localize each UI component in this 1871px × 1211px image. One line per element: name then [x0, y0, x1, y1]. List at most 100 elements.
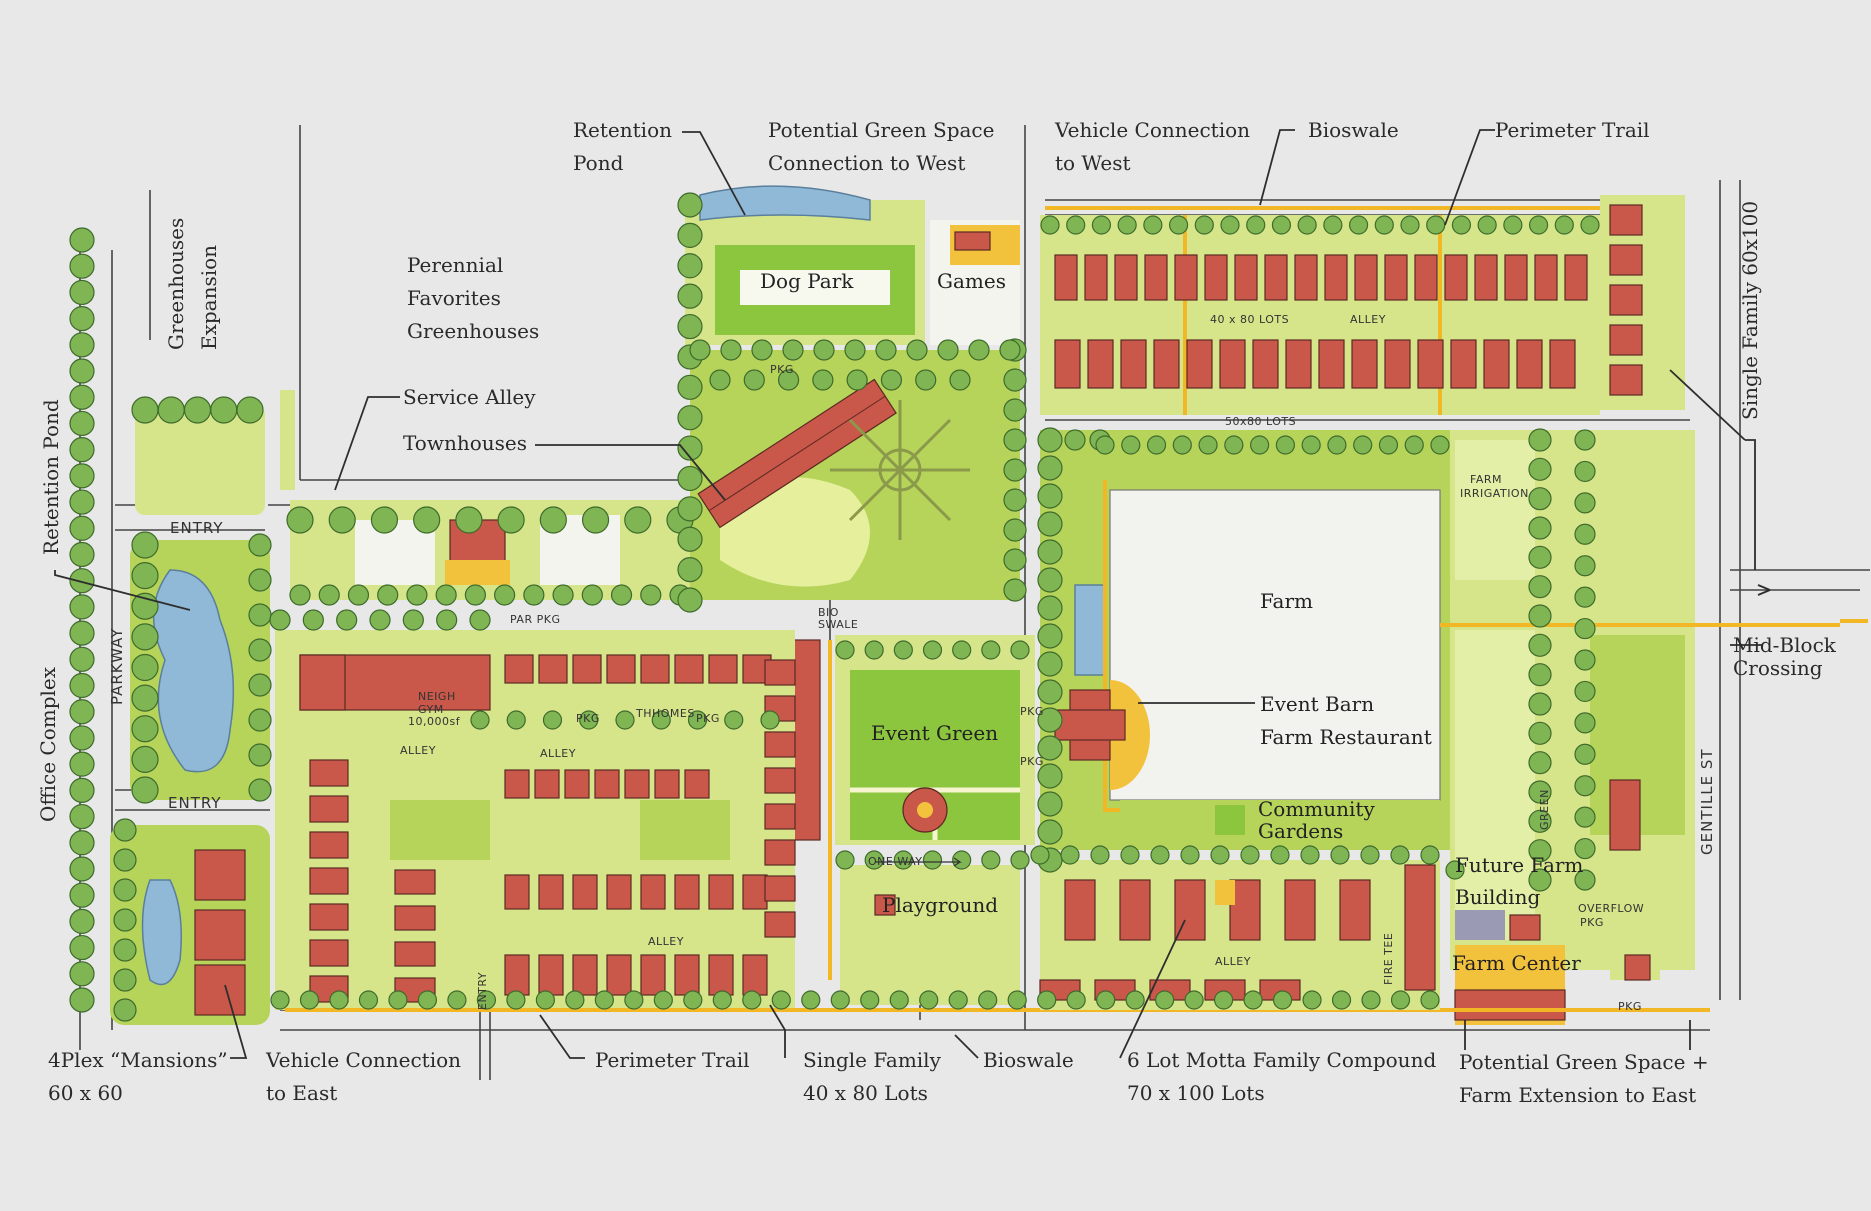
tree [677, 405, 703, 431]
tree [248, 603, 272, 627]
green-note: GREEN [1538, 789, 1551, 830]
tree [581, 584, 603, 606]
tree [1224, 435, 1244, 455]
house-lot [674, 954, 700, 996]
tree [1528, 809, 1552, 833]
tree [1037, 623, 1063, 649]
tree [1528, 839, 1552, 863]
tree [846, 369, 868, 391]
tree [1243, 990, 1263, 1010]
tree [1003, 398, 1027, 422]
tree [131, 745, 159, 773]
greenhouse-parcels [280, 390, 690, 600]
tree [1037, 763, 1063, 789]
tree [677, 587, 703, 613]
tree [677, 557, 703, 583]
tree [1297, 215, 1317, 235]
tree [1528, 751, 1552, 775]
tree [1390, 845, 1410, 865]
tree [377, 584, 399, 606]
tree [687, 710, 708, 730]
tree [835, 850, 855, 870]
tree [1037, 595, 1063, 621]
house-lot [742, 954, 768, 996]
house-lot [1318, 339, 1345, 389]
tree [131, 531, 159, 559]
tree [113, 908, 137, 932]
tree [248, 568, 272, 592]
tree [1037, 567, 1063, 593]
tree [69, 332, 95, 358]
label-expansion: Expansion [197, 245, 221, 350]
tree [813, 339, 835, 361]
house-lot [534, 769, 560, 799]
tree [610, 584, 633, 606]
tree [1271, 215, 1292, 235]
tree [844, 339, 866, 361]
house-lot [708, 954, 734, 996]
house-lot [1264, 254, 1288, 301]
tree [69, 437, 95, 463]
house-lot [1186, 339, 1213, 389]
house-lot [594, 769, 620, 799]
tree [889, 990, 909, 1010]
tree [677, 435, 703, 461]
tree [1037, 990, 1057, 1010]
tree [69, 830, 95, 856]
house-lot [1564, 254, 1588, 301]
house-lot [1609, 204, 1643, 236]
tree [1040, 215, 1060, 235]
label-community: Community [1258, 797, 1375, 821]
tree [535, 990, 555, 1010]
house-lot [572, 654, 602, 684]
tree [565, 990, 585, 1010]
tree [1037, 427, 1063, 453]
house-lot [1474, 254, 1498, 301]
farm-irrigation-note-1: FARM [1470, 473, 1502, 486]
alley-west-note: ALLEY [400, 744, 436, 757]
pkg-mid-note: PKG [576, 712, 600, 725]
house-lot [764, 911, 796, 938]
farm-irrigation-note-2: IRRIGATION [1460, 487, 1529, 500]
tree [69, 987, 95, 1013]
house-lot [1609, 244, 1643, 276]
label-mid-block: Mid-Block [1733, 633, 1837, 657]
tree [69, 384, 95, 410]
label-farm-center: Farm Center [1452, 951, 1581, 975]
tree [677, 283, 703, 309]
tree [860, 990, 880, 1010]
label-potential-green-west-2: Connection to West [768, 151, 965, 175]
house-lot [1504, 254, 1528, 301]
tree [302, 609, 324, 631]
tree [1302, 990, 1322, 1010]
label-fourplex-size: 60 x 60 [48, 1081, 123, 1105]
house-lot [684, 769, 710, 799]
lots-50x80-note: 50x80 LOTS [1225, 415, 1296, 428]
tree [1528, 575, 1552, 599]
house-lot [1219, 339, 1246, 389]
tree [1327, 435, 1347, 455]
tree [978, 990, 998, 1010]
tree [369, 609, 391, 631]
tree [1180, 845, 1200, 865]
pkg-green-note-2: PKG [1020, 755, 1044, 768]
house-lot [1284, 879, 1316, 941]
tree [1003, 428, 1027, 452]
label-vehicle-east-2: to East [266, 1081, 337, 1105]
tree [1445, 860, 1465, 880]
label-single-family-2: 40 x 80 Lots [803, 1081, 928, 1105]
tree [981, 640, 1001, 660]
tree [1574, 712, 1596, 734]
tree [1064, 429, 1086, 451]
house-lot [309, 795, 349, 823]
tree [677, 192, 703, 218]
tree [1574, 429, 1596, 451]
tree [1330, 845, 1350, 865]
house-lot [654, 769, 680, 799]
tree [131, 623, 159, 651]
tree [336, 609, 358, 631]
tree [1477, 215, 1497, 235]
tree [113, 968, 137, 992]
label-potential-green-east-2: Farm Extension to East [1459, 1083, 1696, 1107]
